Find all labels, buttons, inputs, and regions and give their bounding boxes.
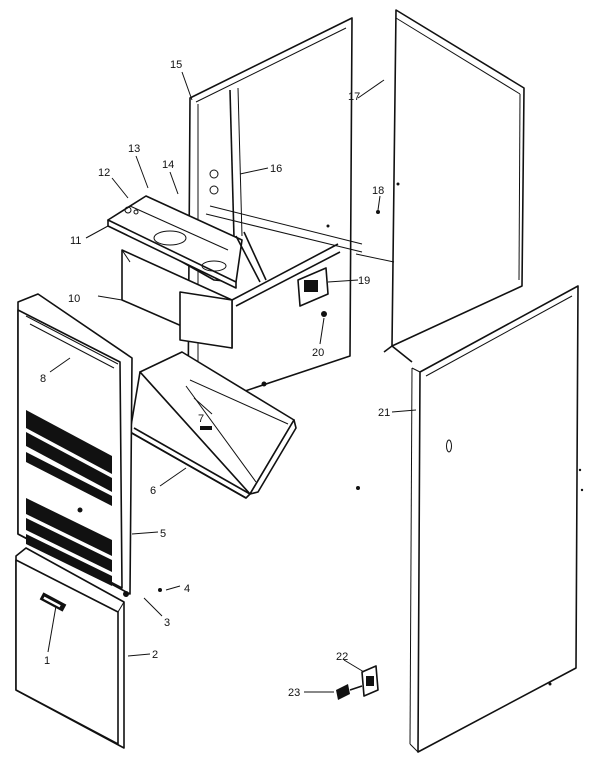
side-panel <box>409 285 579 753</box>
callout-20: 20 <box>312 347 324 359</box>
upper-front-door <box>17 293 133 595</box>
burner-box <box>121 243 341 349</box>
callout-18: 18 <box>372 185 384 197</box>
bottom-tray <box>129 351 297 499</box>
callout-10: 10 <box>68 293 80 305</box>
callout-7: 7 <box>198 413 204 425</box>
callout-2: 2 <box>152 649 158 661</box>
callout-16: 16 <box>270 163 282 175</box>
callout-19: 19 <box>358 275 370 287</box>
top-shelf <box>107 195 267 289</box>
callout-13: 13 <box>128 143 140 155</box>
control-module <box>297 267 329 317</box>
callout-21: 21 <box>378 407 390 419</box>
callout-17: 17 <box>348 91 360 103</box>
leader-lines <box>47 71 417 693</box>
door-screws <box>123 588 162 597</box>
callout-15: 15 <box>170 59 182 71</box>
upper-louvers <box>26 410 112 506</box>
callout-11: 11 <box>70 235 81 247</box>
lower-louvers <box>26 498 112 586</box>
callout-1: 1 <box>44 655 50 667</box>
callout-14: 14 <box>162 159 174 171</box>
callout-6: 6 <box>150 485 156 497</box>
back-divider-panel <box>187 17 363 411</box>
callout-23: 23 <box>288 687 300 699</box>
callout-22: 22 <box>336 651 348 663</box>
callout-4: 4 <box>184 583 190 595</box>
latch-hardware <box>336 665 379 700</box>
callout-labels: 1 2 3 4 5 6 7 8 10 11 12 13 14 15 16 17 … <box>40 59 390 699</box>
lower-front-door <box>15 547 125 749</box>
callout-3: 3 <box>164 617 170 629</box>
rear-panel <box>383 9 525 363</box>
callout-12: 12 <box>98 167 110 179</box>
callout-8: 8 <box>40 373 46 385</box>
callout-5: 5 <box>160 528 166 540</box>
